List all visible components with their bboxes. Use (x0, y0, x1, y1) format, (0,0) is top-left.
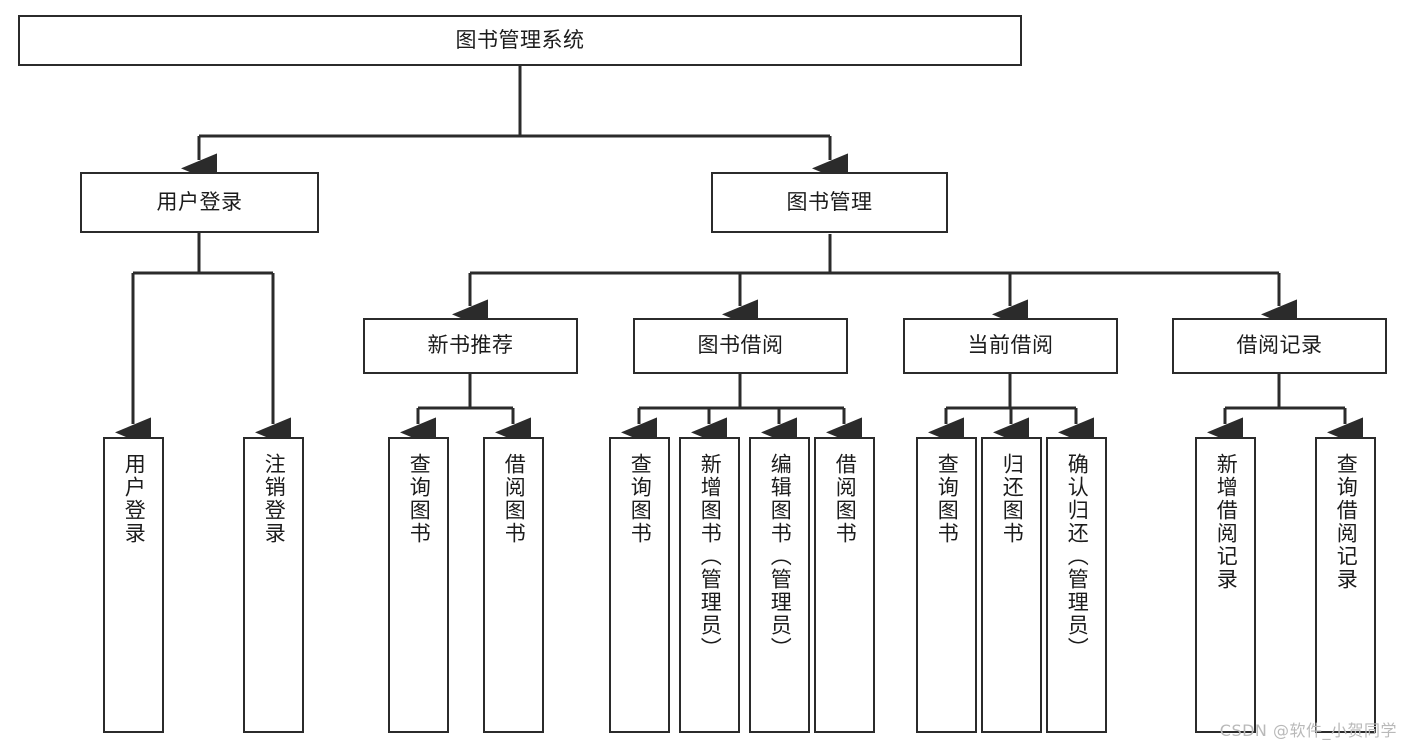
node-label: 新增借阅记录 (1214, 453, 1239, 591)
leaf-new-book-query[interactable]: 查询图书 (388, 437, 449, 733)
leaf-records-add[interactable]: 新增借阅记录 (1195, 437, 1256, 733)
leaf-current-query[interactable]: 查询图书 (916, 437, 977, 733)
node-user-login[interactable]: 用户登录 (80, 172, 319, 233)
leaf-borrow-edit-book[interactable]: 编辑图书（管理员） (749, 437, 810, 733)
leaf-borrow-add-book[interactable]: 新增图书（管理员） (679, 437, 740, 733)
node-label: 编辑图书（管理员） (768, 453, 793, 660)
node-borrow-records[interactable]: 借阅记录 (1172, 318, 1387, 374)
node-label: 用户登录 (122, 453, 147, 545)
node-label: 查询图书 (628, 453, 653, 545)
node-label: 查询图书 (935, 453, 960, 545)
leaf-user-login-login[interactable]: 用户登录 (103, 437, 164, 733)
node-label: 新增图书（管理员） (698, 453, 723, 660)
node-label: 用户登录 (156, 189, 243, 214)
node-current-borrow[interactable]: 当前借阅 (903, 318, 1118, 374)
node-label: 图书借阅 (697, 333, 784, 358)
leaf-user-login-logout[interactable]: 注销登录 (243, 437, 304, 733)
node-label: 归还图书 (1000, 453, 1025, 545)
leaf-current-confirm-return[interactable]: 确认归还（管理员） (1046, 437, 1107, 733)
leaf-current-return[interactable]: 归还图书 (981, 437, 1042, 733)
node-label: 查询借阅记录 (1334, 453, 1359, 591)
leaf-records-query[interactable]: 查询借阅记录 (1315, 437, 1376, 733)
node-label: 图书管理系统 (455, 27, 585, 52)
node-root-system[interactable]: 图书管理系统 (18, 15, 1022, 66)
node-label: 当前借阅 (967, 333, 1054, 358)
node-label: 图书管理 (786, 189, 873, 214)
node-label: 借阅图书 (833, 453, 858, 545)
node-new-book-recommend[interactable]: 新书推荐 (363, 318, 578, 374)
node-label: 注销登录 (262, 453, 287, 545)
leaf-borrow-borrow-book[interactable]: 借阅图书 (814, 437, 875, 733)
node-book-management[interactable]: 图书管理 (711, 172, 948, 233)
leaf-borrow-query[interactable]: 查询图书 (609, 437, 670, 733)
node-label: 借阅图书 (502, 453, 527, 545)
node-label: 查询图书 (407, 453, 432, 545)
node-label: 借阅记录 (1236, 333, 1323, 358)
node-label: 新书推荐 (427, 333, 514, 358)
leaf-new-book-borrow[interactable]: 借阅图书 (483, 437, 544, 733)
node-label: 确认归还（管理员） (1065, 453, 1090, 660)
node-book-borrow[interactable]: 图书借阅 (633, 318, 848, 374)
